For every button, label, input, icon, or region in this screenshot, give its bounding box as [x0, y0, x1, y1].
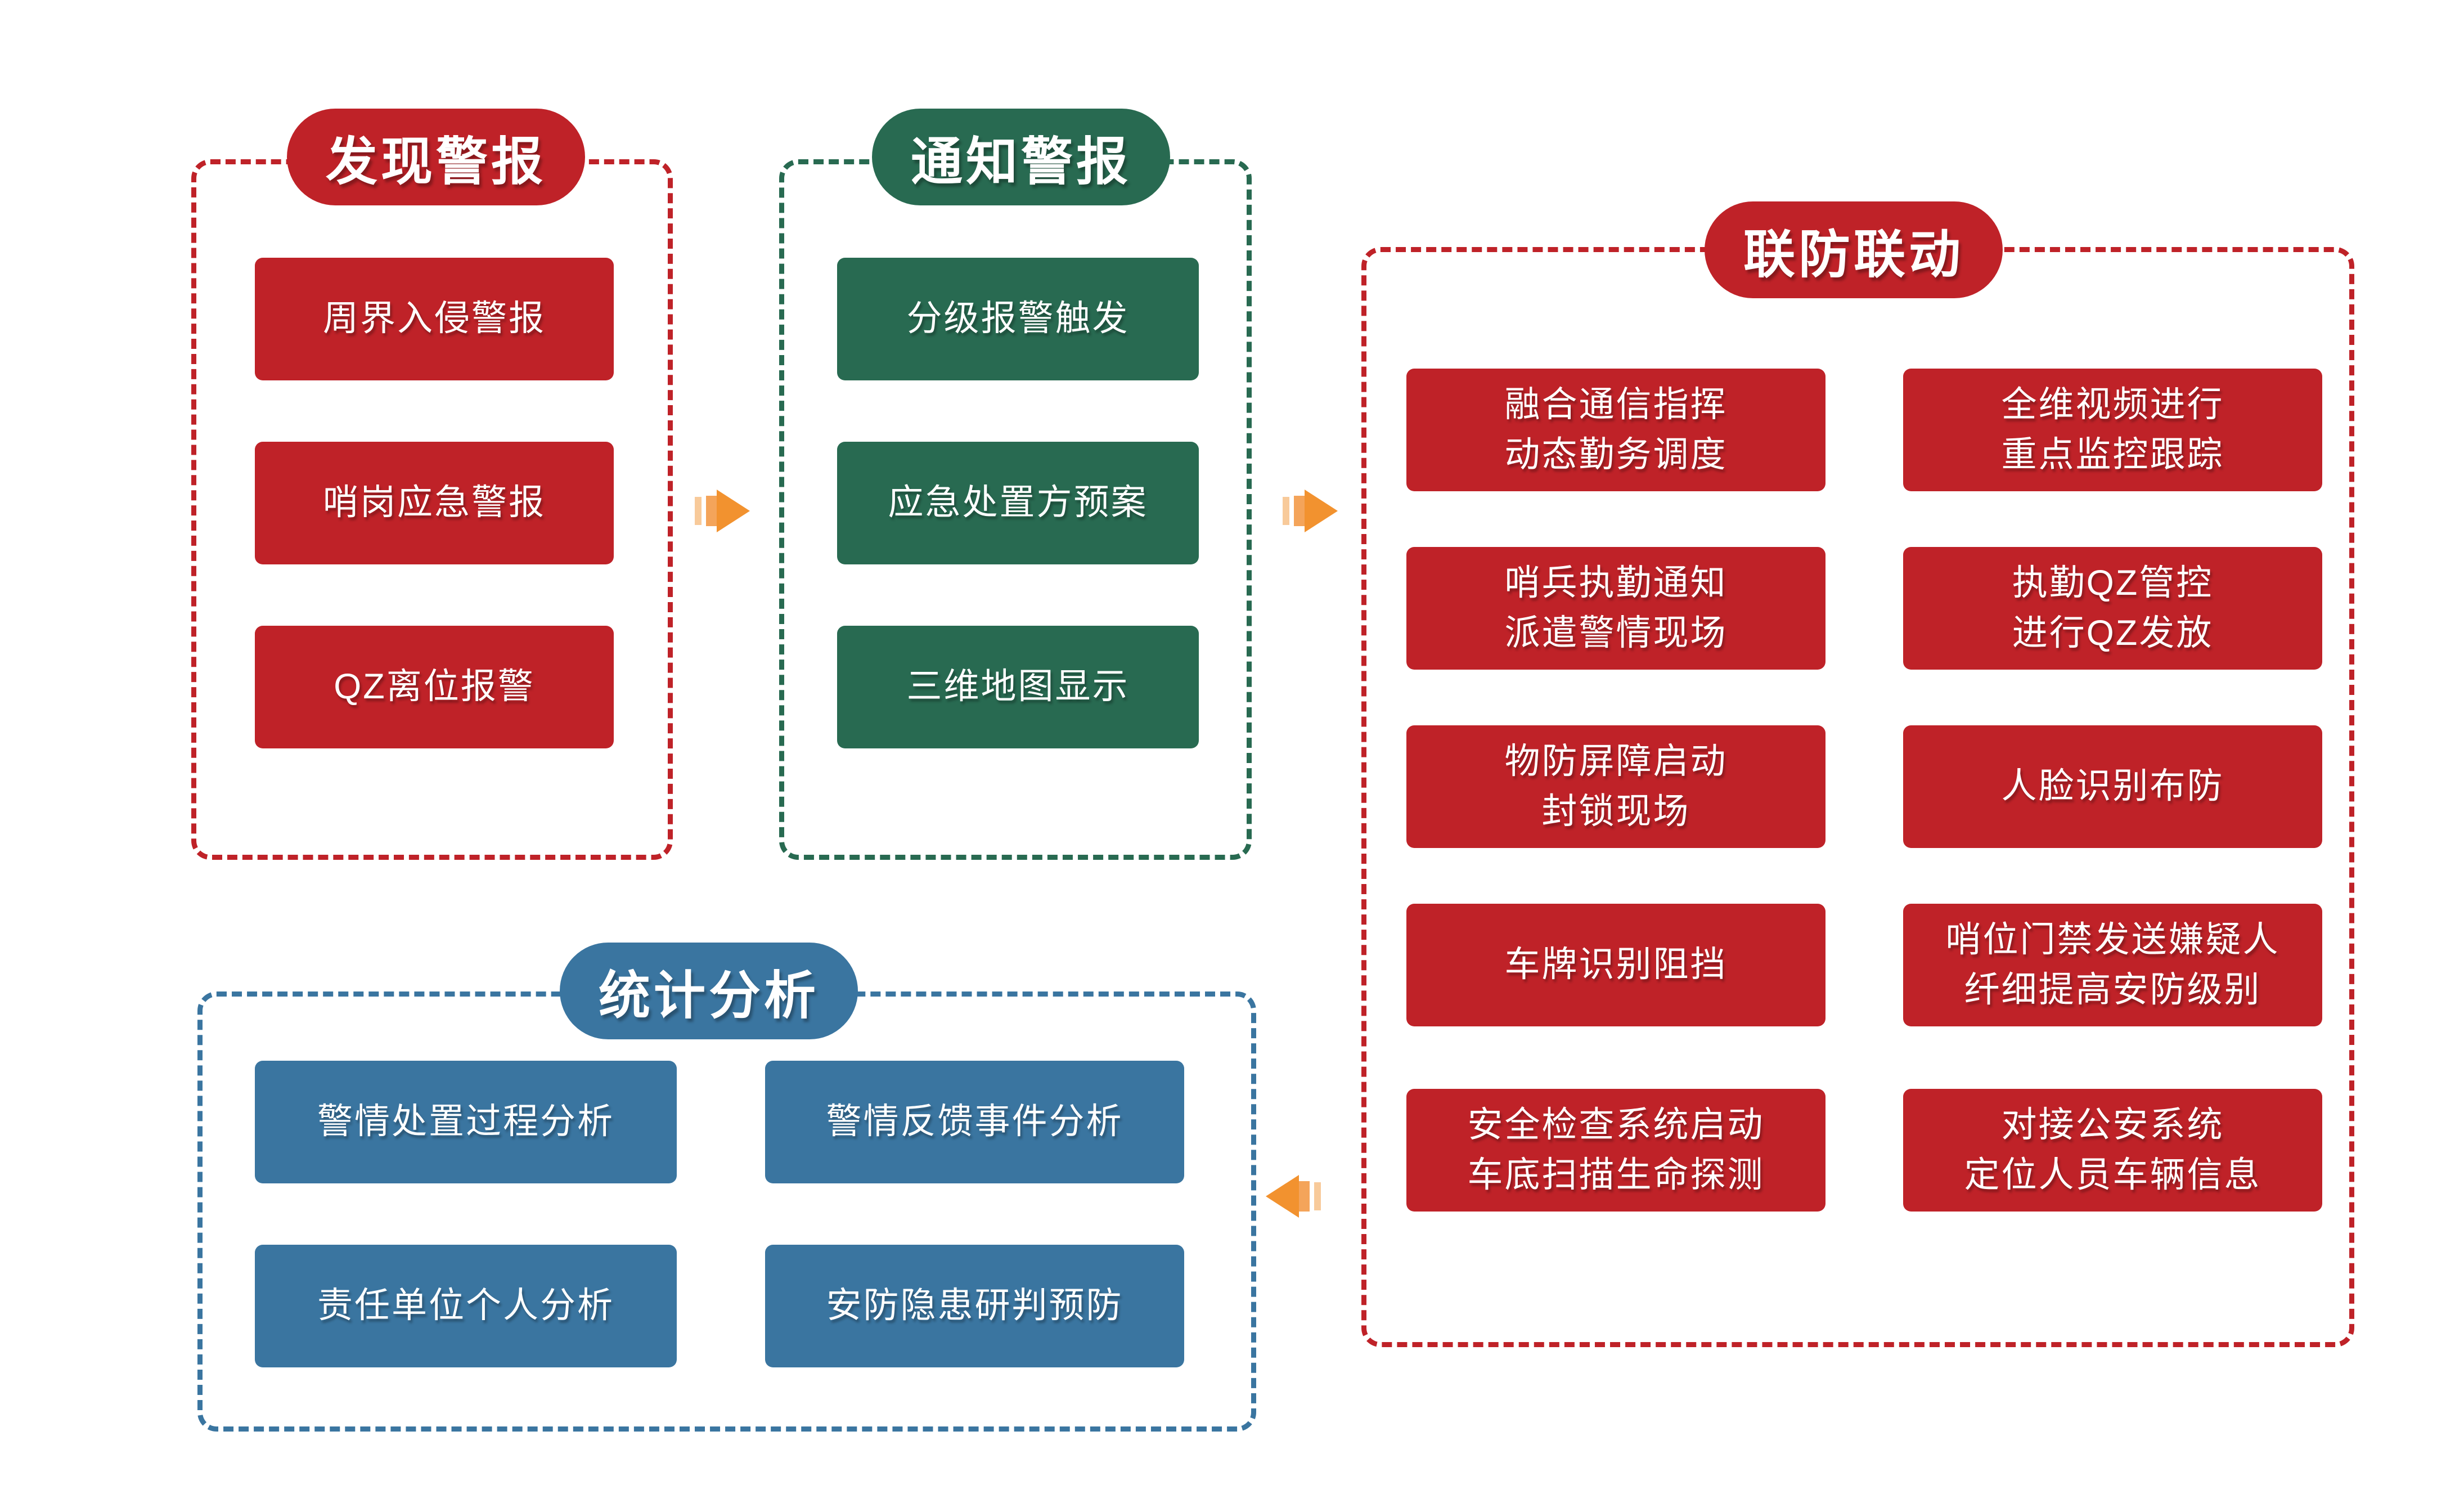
section-title-pill-discover: 发现警报: [287, 109, 585, 205]
flow-node: 责任单位个人分析: [255, 1245, 677, 1367]
section-title-pill-notify: 通知警报: [872, 109, 1170, 205]
flow-node: 警情反馈事件分析: [765, 1061, 1184, 1183]
flow-node: 对接公安系统 定位人员车辆信息: [1903, 1089, 2322, 1212]
flow-node: 执勤QZ管控 进行QZ发放: [1903, 547, 2322, 670]
section-title-pill-joint: 联防联动: [1705, 201, 2003, 298]
arrow-right-icon: [695, 488, 751, 533]
flow-node: 哨岗应急警报: [255, 442, 614, 564]
flow-node: QZ离位报警: [255, 626, 614, 748]
arrow-left-icon: [1265, 1174, 1321, 1219]
flow-node: 人脸识别布防: [1903, 725, 2322, 848]
flow-node: 物防屏障启动 封锁现场: [1406, 725, 1825, 848]
flow-node: 安全检查系统启动 车底扫描生命探测: [1406, 1089, 1825, 1212]
flow-node: 分级报警触发: [837, 258, 1199, 380]
flow-node: 周界入侵警报: [255, 258, 614, 380]
flow-node: 哨位门禁发送嫌疑人 纤细提高安防级别: [1903, 904, 2322, 1026]
flow-node: 三维地图显示: [837, 626, 1199, 748]
arrow-right-icon: [1283, 488, 1339, 533]
flow-node: 应急处置方预案: [837, 442, 1199, 564]
section-title-pill-stats: 统计分析: [560, 943, 858, 1039]
flow-node: 车牌识别阻挡: [1406, 904, 1825, 1026]
flow-node: 安防隐患研判预防: [765, 1245, 1184, 1367]
flow-node: 警情处置过程分析: [255, 1061, 677, 1183]
flow-node: 哨兵执勤通知 派遣警情现场: [1406, 547, 1825, 670]
flow-node: 全维视频进行 重点监控跟踪: [1903, 369, 2322, 491]
flow-node: 融合通信指挥 动态勤务调度: [1406, 369, 1825, 491]
